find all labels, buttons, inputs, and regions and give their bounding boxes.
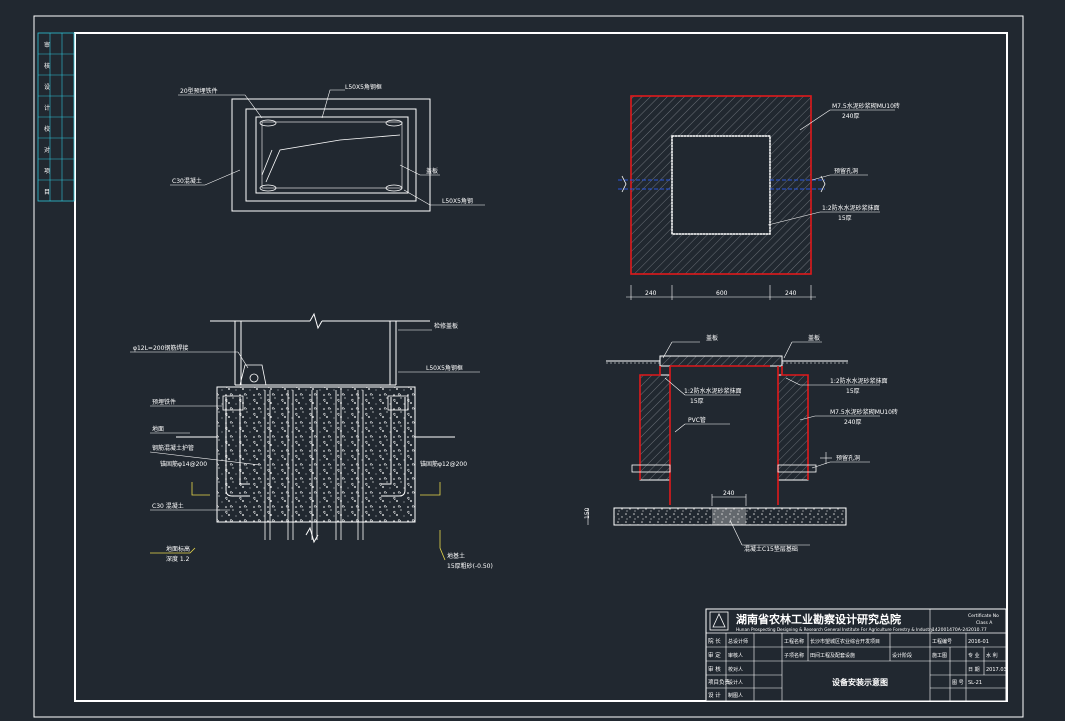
tb-r4-c6: 图 号 <box>952 680 964 686</box>
well-plan-label-wall-2: 240厚 <box>842 113 859 120</box>
tb-r1-c0: 院 长 <box>708 637 721 645</box>
plan-label-top: L50X5角钢框 <box>345 83 382 91</box>
well-section-label-wall-r-thk: 240厚 <box>844 419 861 426</box>
plan-label-right: 盖板 <box>426 167 438 175</box>
tb-r2-c6: 专 业 <box>968 652 980 659</box>
strip-cell-4: 校 <box>44 125 50 133</box>
tb-r2-c0: 审 定 <box>708 651 721 659</box>
tb-r2-c3: 田间工程及配套设施 <box>810 652 855 659</box>
tb-r4-c1: 设计人 <box>728 679 743 686</box>
well-section-label-plaster-thk: 15厚 <box>690 398 704 405</box>
tb-r4-c7: SL-21 <box>968 680 982 686</box>
well-section-label-plaster: 1:2防水水泥砂浆抹面 <box>684 387 742 395</box>
well-section-dim-bottom: 240 <box>723 490 735 497</box>
sheet-outer-frame <box>33 15 1024 718</box>
company-name-cn: 湖南省农林工业勘察设计研究总院 <box>736 612 901 626</box>
plan-label-left-top: 20型预埋铁件 <box>180 87 218 95</box>
tb-r2-c7: 水 利 <box>986 652 998 659</box>
strip-cell-1: 核 <box>44 62 50 70</box>
plan-view: 20型预埋铁件 L50X5角钢框 C30混凝土 盖板 L50X5角钢 <box>170 83 485 212</box>
section-label-bottom-right-2: 15厚粗砂(-0.50) <box>447 562 493 570</box>
cert-label: Certificate No <box>968 613 999 619</box>
tb-r1-c1: 总设计师 <box>728 638 748 645</box>
well-plan-label-pipe: 预留孔洞 <box>834 167 858 175</box>
section-label-anchor-left: 锚固筋φ14@200 <box>160 460 207 468</box>
plan-label-bottom-right: L50X5角钢 <box>442 197 473 205</box>
section-label-bottom-right-1: 地基土 <box>447 552 465 560</box>
strip-cell-7: 目 <box>44 189 50 196</box>
well-plan-dim-1: 600 <box>716 290 728 297</box>
tb-r5-c0: 设 计 <box>708 691 721 699</box>
tb-r2-c2: 子项名称 <box>784 652 804 659</box>
well-plan: 240 600 240 M7.5水泥砂浆砌MU10砖 240厚 预留孔洞 1:2… <box>618 95 900 300</box>
tb-r4-c0: 项目负责 <box>708 678 731 686</box>
tb-r1-c5: 2016-01 <box>968 639 989 645</box>
strip-cell-5: 对 <box>44 146 50 154</box>
company-name-en: Hunan Prospecting Designing & Research G… <box>736 627 934 632</box>
well-section-label-pipe: PVC管 <box>688 416 706 424</box>
well-section: 240 150 盖板 盖板 1:2防水水泥砂浆抹面 15厚 PVC管 1:2防水… <box>584 334 898 553</box>
tb-r1-c2: 工程名称 <box>784 638 804 645</box>
strip-cell-6: 项 <box>44 168 50 175</box>
drawing-title: 设备安装示意图 <box>832 677 888 687</box>
well-plan-dim-0: 240 <box>645 290 657 297</box>
section-label-left-2: 地面 <box>152 425 164 433</box>
tb-r3-c7: 2017.03 <box>986 667 1007 673</box>
tb-r1-c4: 工程编号 <box>932 638 952 645</box>
section-view: φ12L=200钢筋焊接 检修盖板 L50X5角钢框 预埋铁件 地面 钢筋混凝土… <box>130 312 493 570</box>
section-label-anchor-right: 锚固筋φ12@200 <box>420 460 467 468</box>
section-label-left-4: C30 混凝土 <box>152 502 184 510</box>
section-label-left-6: 深度 1.2 <box>166 555 190 563</box>
section-label-left-3: 钢筋混凝土护管 <box>152 444 194 452</box>
sheet-inner-frame <box>74 32 1008 702</box>
cert-class: Class A <box>976 620 993 626</box>
section-label-left-1: 预埋铁件 <box>152 398 176 406</box>
strip-cell-0: 审 <box>44 41 50 49</box>
well-section-label-left-cover: 盖板 <box>706 334 718 342</box>
strip-cell-2: 设 <box>44 83 50 91</box>
tb-r3-c1: 校对人 <box>728 666 743 673</box>
well-section-label-plaster-r: 1:2防水水泥砂浆抹面 <box>830 377 888 385</box>
section-label-top-left: φ12L=200钢筋焊接 <box>133 344 188 352</box>
strip-cell-3: 计 <box>44 104 50 112</box>
tb-r2-c1: 审核人 <box>728 652 743 659</box>
left-signature-strip: 审 核 设 计 校 对 项 目 <box>37 32 75 202</box>
section-label-right-mid: L50X5角钢框 <box>426 364 463 372</box>
well-section-label-plaster-r-thk: 15厚 <box>846 388 860 395</box>
cert-no: 142001470A-242010.77 <box>932 627 987 633</box>
tb-r2-c4: 设计阶段 <box>892 652 912 659</box>
well-section-dim-side: 150 <box>584 507 591 519</box>
tb-r1-c3: 长沙市望城区农业综合开发项目 <box>810 638 880 645</box>
well-plan-label-plaster: 1:2防水水泥砂浆抹面 <box>822 204 880 212</box>
tb-r3-c0: 审 核 <box>708 665 721 673</box>
tb-r3-c6: 日 期 <box>968 667 980 673</box>
well-section-label-wall-r: M7.5水泥砂浆砌MU10砖 <box>830 408 898 416</box>
well-plan-label-plaster-2: 15厚 <box>838 215 852 222</box>
well-plan-dim-2: 240 <box>785 290 797 297</box>
section-label-left-5: 地面标高 <box>166 545 190 553</box>
tb-r2-c5: 施工图 <box>932 652 947 659</box>
plan-label-left: C30混凝土 <box>172 177 202 185</box>
company-logo-icon <box>709 611 729 631</box>
tb-r5-c1: 制图人 <box>728 692 743 699</box>
well-section-label-pipe-r: 预留孔洞 <box>836 454 860 462</box>
section-label-top-right: 检修盖板 <box>434 322 458 330</box>
well-plan-label-wall: M7.5水泥砂浆砌MU10砖 <box>832 102 900 110</box>
well-section-label-base: 混凝土C15垫层基础 <box>744 545 798 553</box>
title-block: 湖南省农林工业勘察设计研究总院 Hunan Prospecting Design… <box>705 608 1007 702</box>
well-section-label-right-cover: 盖板 <box>808 334 820 342</box>
